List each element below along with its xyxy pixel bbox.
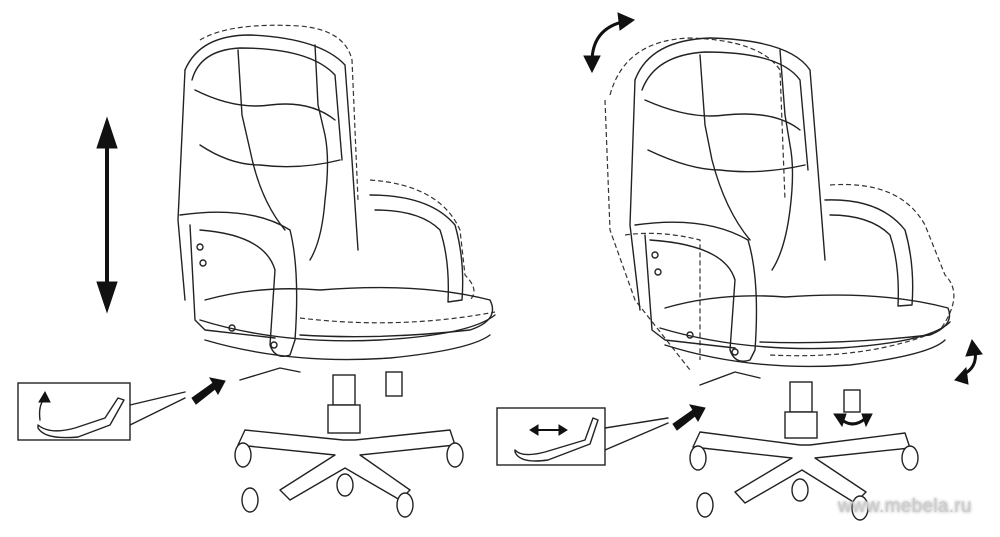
tension-knob-rotate-icon (833, 413, 873, 428)
curved-tilt-arrow-icon (954, 338, 983, 385)
vertical-double-arrow-icon (96, 116, 118, 314)
pointer-arrow-icon (191, 377, 226, 405)
caster-wheels (689, 445, 919, 521)
tension-knob (385, 371, 403, 397)
chair-height-figure (17, 24, 496, 518)
gas-lift-lever-up-icon (17, 382, 186, 441)
caster-wheels (234, 442, 464, 518)
curved-tilt-arrow-icon (583, 12, 636, 74)
pointer-arrow-icon (672, 404, 706, 431)
watermark: www.mebela.ru (838, 496, 972, 517)
chair-tilt-figure (496, 12, 983, 521)
tilt-lever-horizontal-icon (496, 407, 669, 466)
tension-knob (843, 389, 861, 413)
